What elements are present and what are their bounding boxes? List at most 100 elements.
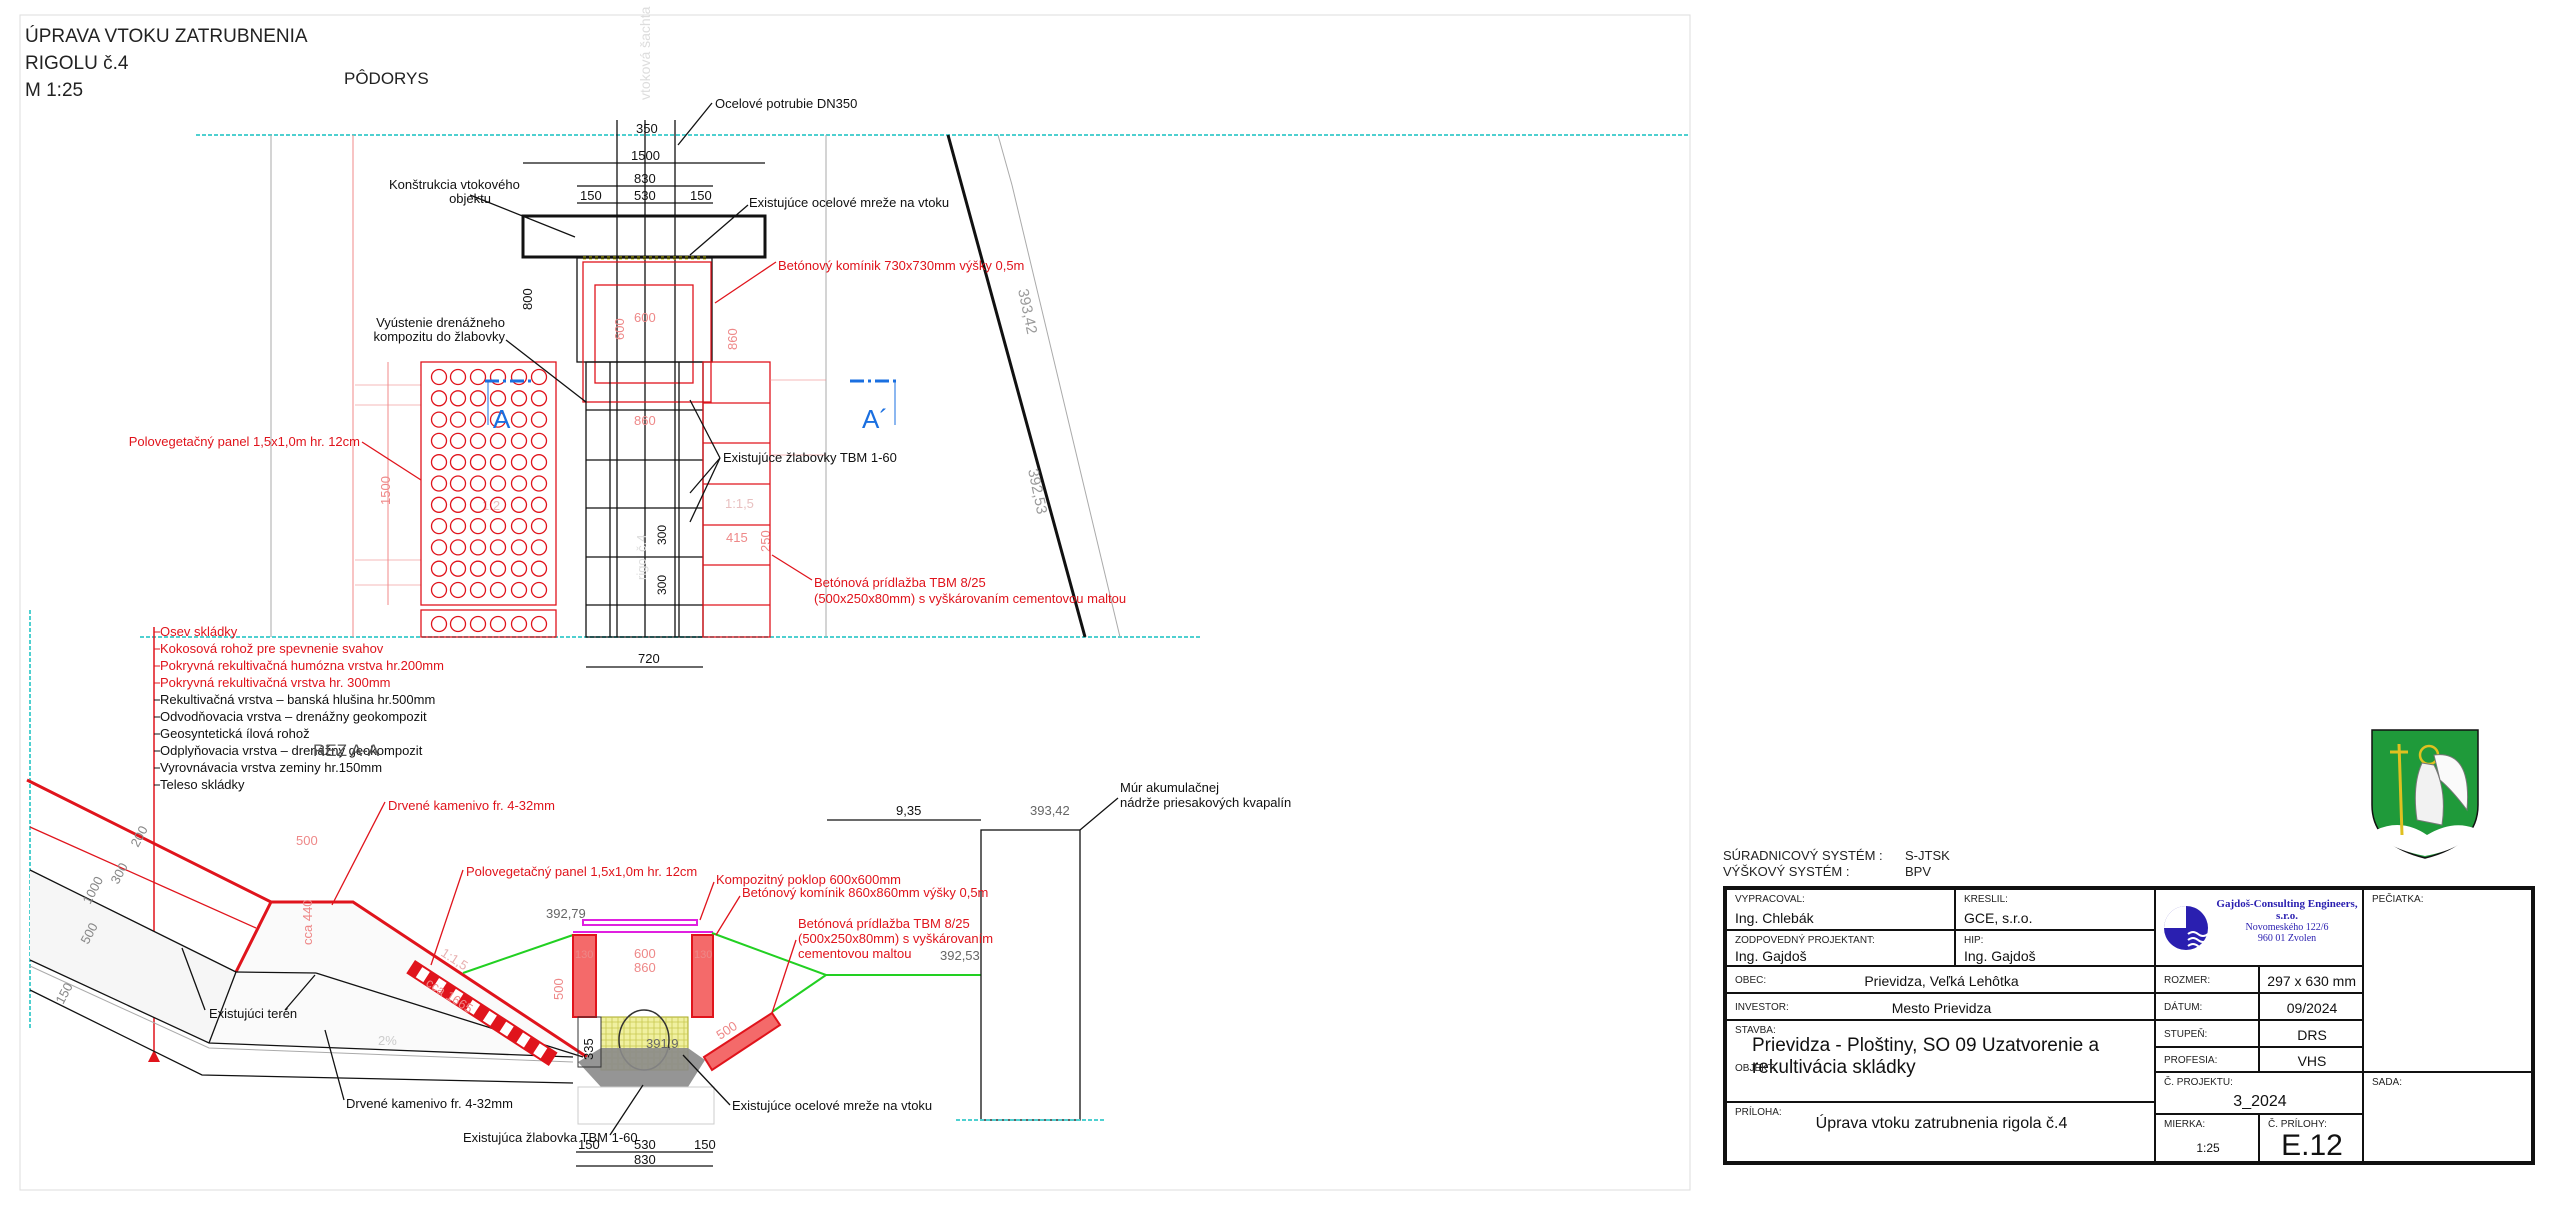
svg-text:200: 200	[127, 823, 150, 849]
faint-label: vtoková šachta	[637, 6, 653, 100]
svg-text:300: 300	[655, 575, 669, 595]
panel-hole	[510, 560, 528, 577]
label-panel: Polovegetačný panel 1,5x1,0m hr. 12cm	[466, 864, 697, 879]
label-paving: Betónová prídlažba TBM 8/25	[814, 575, 986, 590]
legend-item: Odvodňovacia vrstva – drenážny geokompoz…	[160, 709, 427, 724]
svg-text:A´: A´	[862, 404, 888, 434]
label-gravel-top: Drvené kamenivo fr. 4-32mm	[388, 798, 555, 813]
panel-hole	[469, 368, 487, 386]
company-logo: Gajdoš-Consulting Engineers, s.r.o. Novo…	[2155, 889, 2363, 966]
panel-hole	[430, 517, 448, 535]
panel-hole	[530, 411, 548, 428]
legend-item: Teleso skládky	[160, 777, 245, 792]
svg-text:300: 300	[107, 860, 130, 886]
panel-hole	[489, 517, 507, 535]
svg-text:1500: 1500	[378, 476, 393, 505]
svg-text:150: 150	[578, 1137, 600, 1152]
panel-hole	[530, 539, 548, 556]
svg-text:2%: 2%	[378, 1033, 397, 1048]
panel-hole	[489, 496, 507, 513]
panel-hole	[449, 432, 467, 450]
paving-column	[702, 361, 771, 638]
svg-text:1500: 1500	[631, 148, 660, 163]
label-terrain: Existujúci terén	[209, 1006, 297, 1021]
svg-text:350: 350	[636, 121, 658, 136]
panel-hole	[469, 539, 487, 556]
panel-hole	[510, 539, 528, 556]
composite-lid	[582, 919, 698, 926]
sheet-number: E.12	[2281, 1129, 2343, 1162]
panel-hole	[430, 560, 448, 577]
legend-item: Osev skládky	[160, 624, 238, 639]
axis-marker-icon	[148, 1050, 160, 1062]
svg-text:cementovou maltou: cementovou maltou	[798, 946, 911, 961]
panel-hole	[530, 475, 548, 492]
panel-hole	[469, 517, 487, 535]
panel-hole	[510, 475, 528, 492]
svg-text:600: 600	[612, 318, 627, 340]
title-line-1: ÚPRAVA VTOKU ZATRUBNENIA	[25, 25, 308, 47]
panel-hole	[449, 615, 467, 633]
svg-text:393,42: 393,42	[1030, 803, 1070, 818]
panel-hole	[489, 368, 507, 386]
panel-hole	[469, 560, 487, 577]
svg-text:(500x250x80mm) s vyškárovaním: (500x250x80mm) s vyškárovaním	[798, 931, 993, 946]
panel-hole	[449, 496, 467, 513]
panel-hole	[449, 390, 467, 407]
svg-text:600: 600	[634, 946, 656, 961]
drawing-frame	[19, 14, 1691, 1191]
svg-text:335: 335	[581, 1038, 596, 1060]
sheet-title: ÚPRAVA VTOKU ZATRUBNENIA RIGOLU č.4 M 1:…	[25, 25, 308, 101]
svg-text:150: 150	[580, 188, 602, 203]
title-block: VYPRACOVAL:Ing. Chlebák KRESLIL:GCE, s.r…	[1723, 886, 2535, 1165]
legend-item: Pokryvná rekultivačná humózna vrstva hr.…	[160, 658, 444, 673]
panel-hole	[489, 615, 507, 633]
municipality-crest	[2371, 729, 2479, 859]
legend-item: Pokryvná rekultivačná vrstva hr. 300mm	[160, 675, 390, 690]
legend-item: Geosyntetická ílová rohož	[160, 726, 310, 741]
panel-hole	[469, 581, 487, 599]
panel-hole	[469, 496, 487, 513]
label-lid: Kompozitný poklop 600x600mm	[716, 872, 901, 887]
legend-item: Odplyňovacia vrstva – drenážny geokompoz…	[160, 743, 423, 758]
panel-hole	[449, 454, 467, 471]
svg-text:860: 860	[634, 413, 656, 428]
panel-hole	[469, 411, 487, 428]
panel-hole	[510, 411, 528, 428]
svg-text:830: 830	[634, 171, 656, 186]
svg-text:150: 150	[694, 1137, 716, 1152]
svg-text:500: 500	[296, 833, 318, 848]
panel-hole	[449, 560, 467, 577]
section-title: REZ A-A	[313, 741, 380, 760]
label-panel: Polovegetačný panel 1,5x1,0m hr. 12cm	[129, 434, 360, 449]
plan-view: 393,42 392,53 350 1500 830 150 530 150 8…	[129, 96, 1690, 668]
level-label: 392,53	[1024, 467, 1050, 515]
panel-hole	[489, 475, 507, 492]
panel-hole	[430, 581, 448, 599]
company-logo-icon	[2164, 906, 2209, 950]
panel-hole	[469, 475, 487, 492]
svg-text:392,53: 392,53	[940, 948, 980, 963]
svg-text:cca 440: cca 440	[300, 899, 315, 945]
plan-dims: 350 1500 830 150 530 150 800	[520, 121, 765, 310]
panel-hole	[449, 581, 467, 599]
vypracoval-value: Ing. Chlebák	[1735, 910, 1814, 926]
section-mark-a-prime: A´	[850, 379, 898, 434]
panel-hole	[530, 615, 548, 633]
tank-wall	[980, 829, 1081, 1121]
panel-hole	[489, 411, 507, 428]
panel-hole	[430, 496, 448, 513]
panel-hole	[510, 581, 528, 599]
label-grate: Existujúce ocelové mreže na vtoku	[749, 195, 949, 210]
title-line-3: M 1:25	[25, 80, 83, 101]
panel-hole	[430, 390, 448, 407]
svg-text:1:1,5: 1:1,5	[725, 496, 754, 511]
panel-hole	[469, 432, 487, 450]
label-gutters: Existujúce žlabovky TBM 1-60	[723, 450, 897, 465]
svg-text:860: 860	[725, 328, 740, 350]
label-pipe: Ocelové potrubie DN350	[715, 96, 857, 111]
panel-hole	[489, 390, 507, 407]
svg-text:830: 830	[634, 1152, 656, 1167]
svg-text:392,79: 392,79	[546, 906, 586, 921]
